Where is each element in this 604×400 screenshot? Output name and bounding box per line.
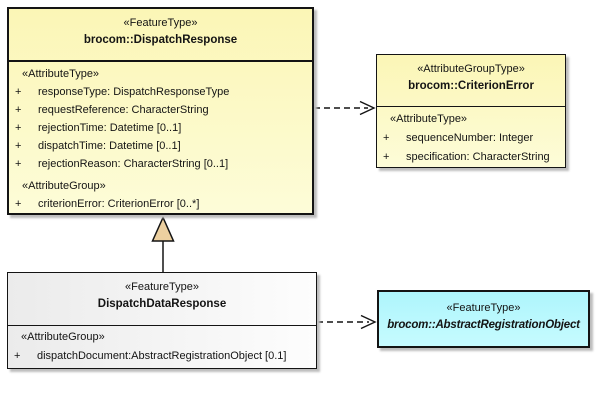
attribute-row: + rejectionTime: Datetime [0..1] — [15, 122, 182, 134]
attribute-row: + criterionError: CriterionError [0..*] — [15, 198, 200, 210]
attribute-row: + rejectionReason: CharacterString [0..1… — [15, 158, 229, 170]
generalization-arrow — [151, 215, 175, 272]
class-header: «AttributeGroupType» brocom::CriterionEr… — [377, 55, 565, 106]
compartment-divider — [377, 106, 565, 107]
attribute-row: + specification: CharacterString — [383, 151, 550, 163]
open-arrowhead-icon — [359, 100, 376, 116]
attribute-row: + requestReference: CharacterString — [15, 104, 209, 116]
attributes-compartment: «AttributeType» + sequenceNumber: Intege… — [377, 107, 565, 167]
class-name: brocom::AbstractRegistrationObject — [387, 319, 580, 331]
class-name: DispatchDataResponse — [97, 298, 227, 310]
class-box-dispatch-data-response: «FeatureType» DispatchDataResponse «Attr… — [7, 272, 317, 369]
attribute-row: + dispatchDocument:AbstractRegistrationO… — [14, 350, 287, 362]
attribute-row: + sequenceNumber: Integer — [383, 132, 534, 144]
class-name: brocom::DispatchResponse — [83, 34, 238, 46]
class-header: «FeatureType» DispatchDataResponse — [8, 273, 316, 325]
stereotype-label: «FeatureType» — [446, 302, 521, 314]
attribute-row: + dispatchTime: Datetime [0..1] — [15, 140, 181, 152]
section-stereotype: «AttributeType» — [22, 68, 100, 80]
class-header: «FeatureType» brocom::DispatchResponse — [9, 9, 312, 60]
section-stereotype: «AttributeGroup» — [22, 180, 106, 192]
compartment-divider — [9, 60, 312, 62]
stereotype-label: «FeatureType» — [125, 281, 199, 293]
attribute-row: + responseType: DispatchResponseType — [15, 86, 230, 98]
open-arrowhead-icon — [360, 314, 377, 330]
dependency-arrow-abstract-registration — [317, 314, 377, 330]
class-name: brocom::CriterionError — [408, 80, 534, 92]
attributes-compartment: «AttributeType» + responseType: Dispatch… — [9, 62, 312, 213]
dependency-arrow-criterion-error — [314, 100, 376, 116]
stereotype-label: «AttributeGroupType» — [417, 63, 525, 75]
class-box-dispatch-response: «FeatureType» brocom::DispatchResponse «… — [7, 7, 314, 215]
class-header: «FeatureType» brocom::AbstractRegistrati… — [379, 292, 588, 334]
section-stereotype: «AttributeGroup» — [21, 331, 105, 343]
stereotype-label: «FeatureType» — [123, 17, 198, 29]
class-box-criterion-error: «AttributeGroupType» brocom::CriterionEr… — [376, 54, 566, 168]
attributes-compartment: «AttributeGroup» + dispatchDocument:Abst… — [8, 326, 316, 366]
class-box-abstract-registration-object: «FeatureType» brocom::AbstractRegistrati… — [377, 290, 590, 348]
generalization-triangle-icon — [151, 215, 175, 242]
compartment-divider — [8, 325, 316, 326]
section-stereotype: «AttributeType» — [390, 113, 468, 125]
